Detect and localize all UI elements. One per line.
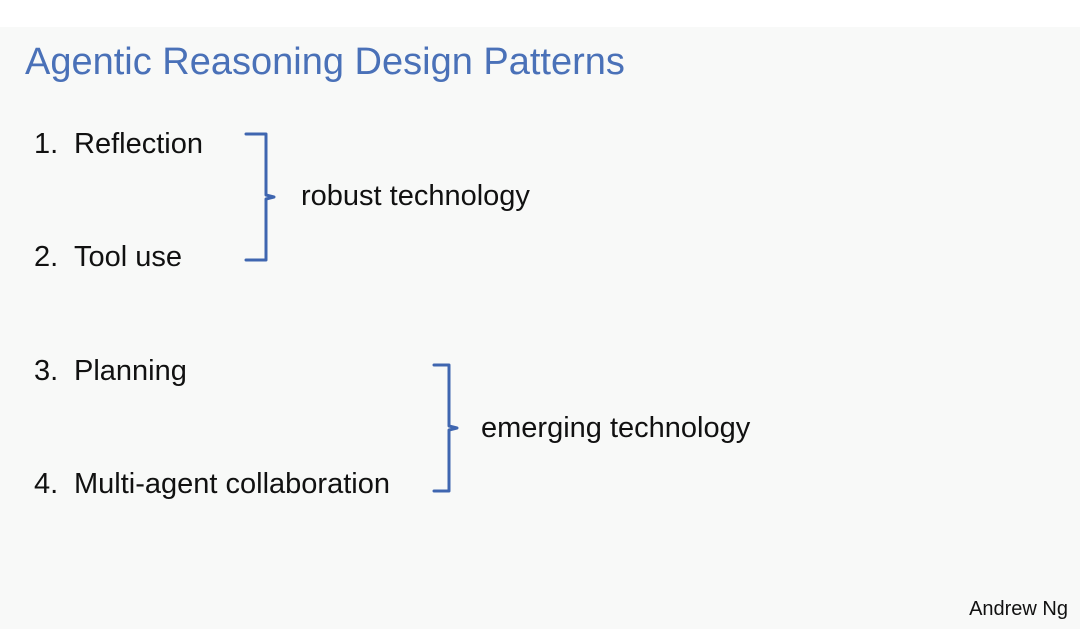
slide-title: Agentic Reasoning Design Patterns: [25, 41, 625, 83]
list-item-number: 2.: [34, 241, 59, 273]
right-brace-icon: [244, 132, 276, 262]
group-label-emerging: emerging technology: [481, 412, 751, 444]
list-item-label: Tool use: [74, 241, 183, 273]
list-item-label: Planning: [74, 355, 187, 387]
list-item-label: Multi-agent collaboration: [74, 468, 390, 500]
list-item-number: 1.: [34, 128, 59, 160]
author-credit: Andrew Ng: [969, 598, 1068, 620]
right-brace-icon: [432, 363, 459, 493]
list-item-tool-use: 2. Tool use: [34, 243, 182, 272]
list-item-planning: 3. Planning: [34, 357, 187, 386]
list-item-number: 3.: [34, 355, 59, 387]
list-item-reflection: 1. Reflection: [34, 130, 203, 159]
list-item-label: Reflection: [74, 128, 203, 160]
slide: Agentic Reasoning Design Patterns 1. Refl…: [0, 27, 1080, 629]
group-label-robust: robust technology: [301, 180, 530, 212]
list-item-multi-agent: 4. Multi-agent collaboration: [34, 470, 390, 499]
list-item-number: 4.: [34, 468, 59, 500]
